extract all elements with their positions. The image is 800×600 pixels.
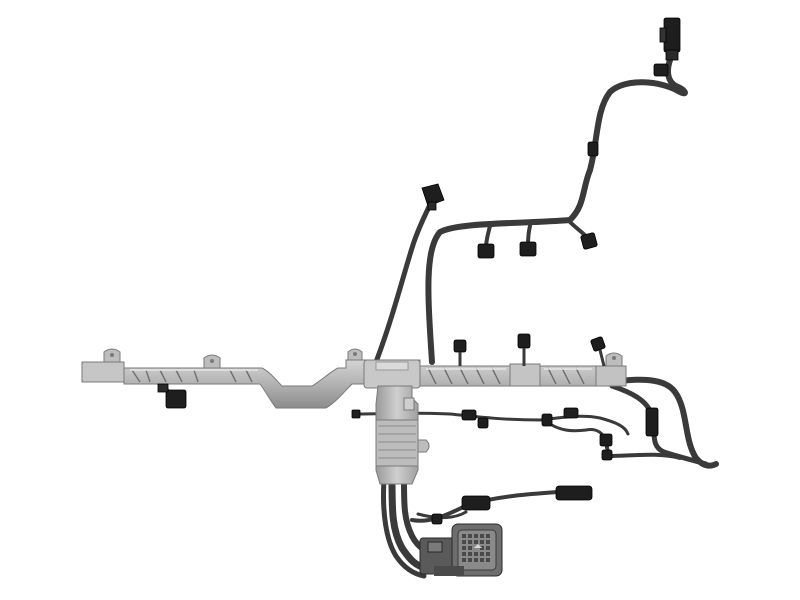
- cable-middle-branch: [548, 422, 608, 442]
- cable-runs: [148, 57, 719, 579]
- connector-right-2: [599, 433, 613, 447]
- connector-top-right: [663, 17, 681, 53]
- conduit-box-far-right: [595, 365, 627, 387]
- connector-conduit-3-lead: [598, 349, 606, 367]
- mount-hole-3: [353, 352, 357, 356]
- connector-top-right-boot: [665, 49, 679, 61]
- connector-right-1: [645, 407, 659, 437]
- connector-conduit-2: [517, 333, 531, 349]
- connector-conduit-1: [453, 339, 467, 353]
- connector-left-hang-latch: [157, 383, 169, 393]
- connector-top-right-latch: [659, 27, 667, 43]
- connector-drop-1: [477, 243, 495, 259]
- main-conduit: [81, 348, 627, 409]
- connector-top-right-clip: [653, 63, 669, 77]
- conduit-box-right: [509, 363, 541, 387]
- connector-middle-2: [477, 417, 489, 429]
- connectors: [157, 17, 681, 525]
- connector-conduit-3: [590, 336, 606, 352]
- cable-right-lower: [604, 434, 682, 460]
- trunk-ribs: [378, 425, 416, 459]
- cable-branch-left-top: [373, 197, 435, 365]
- ecu-connector: [419, 523, 503, 577]
- mount-hole-1: [110, 353, 114, 357]
- connector-middle-4: [563, 407, 579, 419]
- connector-lower-3: [431, 513, 443, 525]
- cable-trunk-bundle: [388, 476, 430, 572]
- connector-drop-3: [580, 232, 598, 250]
- cable-right-inner: [609, 383, 709, 467]
- mount-hole-2: [210, 359, 214, 363]
- conduit-junction-top: [375, 361, 409, 371]
- conduit-left-end: [81, 361, 125, 383]
- conduit-ribs: [131, 367, 585, 385]
- mount-hole-4: [612, 356, 616, 360]
- trunk-sleeve: [375, 419, 419, 467]
- ecu-key-arrow: [474, 544, 482, 548]
- connector-lower-2: [555, 485, 593, 501]
- ecu-latch: [427, 541, 443, 553]
- cable-lower-right-2: [416, 510, 468, 520]
- trunk-clip: [403, 397, 415, 411]
- connector-middle-3: [541, 413, 553, 427]
- connector-left-top: [421, 183, 445, 207]
- connector-drop-2: [519, 241, 537, 257]
- conduit-shine: [130, 368, 592, 371]
- connector-right-3: [601, 449, 613, 461]
- trunk-conduit: [375, 385, 430, 485]
- connector-middle-1: [461, 409, 477, 421]
- cable-clip-upper: [587, 141, 599, 157]
- trunk-tab: [417, 439, 430, 453]
- connector-left-hang: [165, 389, 187, 409]
- connector-middle-end: [351, 409, 361, 419]
- connector-lower-1: [461, 495, 491, 511]
- cable-upper-right: [425, 57, 688, 365]
- cable-trunk-bundle-3: [381, 477, 427, 579]
- ecu-base: [434, 566, 464, 576]
- connector-left-top-boot: [427, 201, 437, 211]
